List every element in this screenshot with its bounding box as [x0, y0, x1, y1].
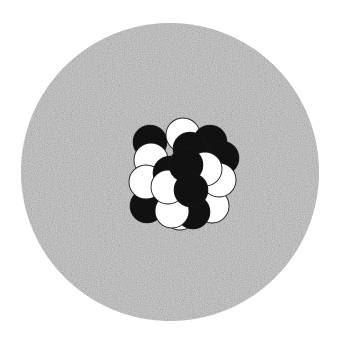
proton-particle	[174, 173, 208, 207]
nucleus	[129, 118, 239, 230]
